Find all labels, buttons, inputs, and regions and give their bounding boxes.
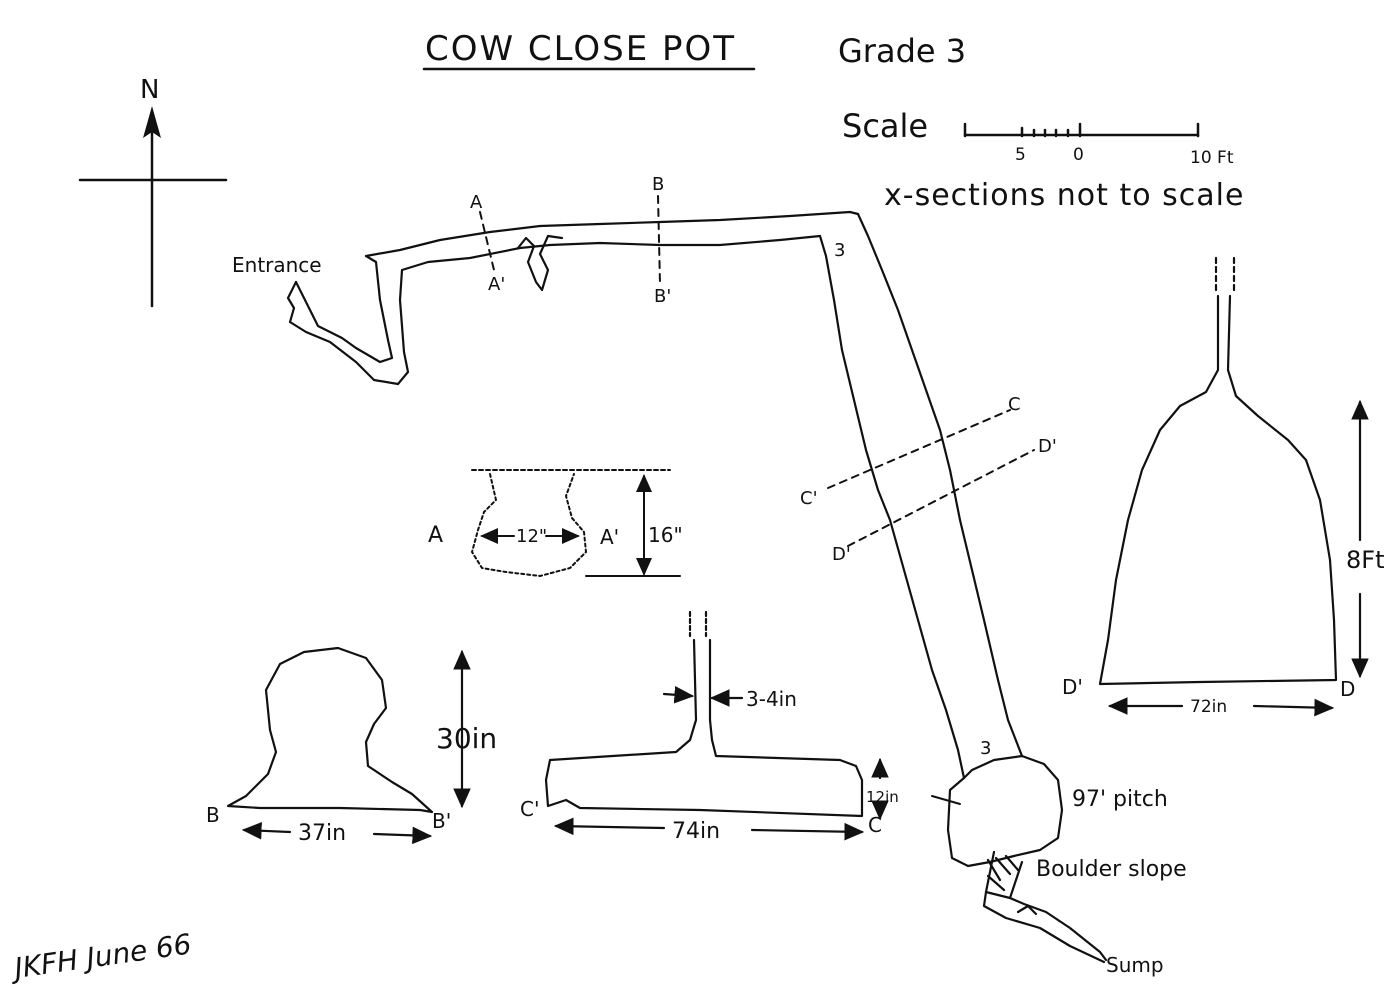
- section-d-prime-label: D': [1062, 675, 1083, 699]
- cross-section-c: [544, 610, 889, 841]
- pitch-label: 97' pitch: [1072, 787, 1168, 812]
- sump-label: Sump: [1106, 953, 1164, 977]
- plan-a-top: A: [470, 192, 483, 213]
- plan-d-end: D': [1038, 436, 1057, 457]
- grade-label: Grade 3: [838, 32, 966, 70]
- plan-b-top: B: [652, 174, 664, 195]
- cross-section-a: [471, 469, 681, 577]
- section-b-prime-label: B': [432, 809, 451, 833]
- scale-tick-0: 0: [1073, 145, 1084, 165]
- scale-bar: [963, 122, 1200, 138]
- scale-tick-5: 5: [1015, 145, 1026, 165]
- section-b-width: 37in: [298, 821, 346, 846]
- scale-tick-10: 10 Ft: [1190, 148, 1234, 168]
- plan-b-bottom: B': [654, 286, 671, 307]
- cross-section-b: [226, 646, 471, 845]
- boulder-slope-label: Boulder slope: [1036, 857, 1187, 882]
- cross-section-d: [1098, 256, 1369, 717]
- section-c-height: 12in: [866, 788, 899, 806]
- pitch-pointer: [931, 795, 961, 805]
- plan-d-start: D': [832, 544, 851, 565]
- scale-label: Scale: [842, 107, 928, 145]
- survey-title: COW CLOSE POT: [425, 29, 736, 69]
- plan-c-start: C': [800, 488, 818, 509]
- plan-c-end: C: [1008, 394, 1021, 415]
- section-c-label: C: [868, 813, 882, 837]
- section-c-slot: 3-4in: [746, 687, 797, 711]
- marker-upper: 3: [834, 240, 845, 261]
- section-lines: [479, 195, 1035, 547]
- plan-a-bottom: A': [488, 274, 505, 295]
- section-a-prime-label: A': [600, 525, 619, 549]
- north-arrow-icon: [78, 106, 228, 308]
- entrance-label: Entrance: [232, 253, 322, 277]
- scale-note: x-sections not to scale: [884, 178, 1244, 213]
- cave-plan: [286, 210, 1108, 964]
- section-c-prime-label: C': [520, 797, 539, 821]
- section-d-label: D: [1340, 677, 1355, 701]
- section-a-label: A: [428, 523, 443, 548]
- north-label: N: [140, 75, 159, 105]
- section-c-width: 74in: [672, 819, 720, 844]
- section-d-height: 8Ft: [1346, 546, 1384, 574]
- section-a-height: 16": [648, 523, 683, 547]
- marker-lower: 3: [980, 738, 991, 759]
- section-d-width: 72in: [1190, 697, 1227, 717]
- surveyor-signature: JKFH June 66: [7, 927, 193, 985]
- section-b-height: 30in: [436, 722, 497, 755]
- section-b-label: B: [206, 803, 220, 827]
- section-a-width: 12": [516, 526, 547, 547]
